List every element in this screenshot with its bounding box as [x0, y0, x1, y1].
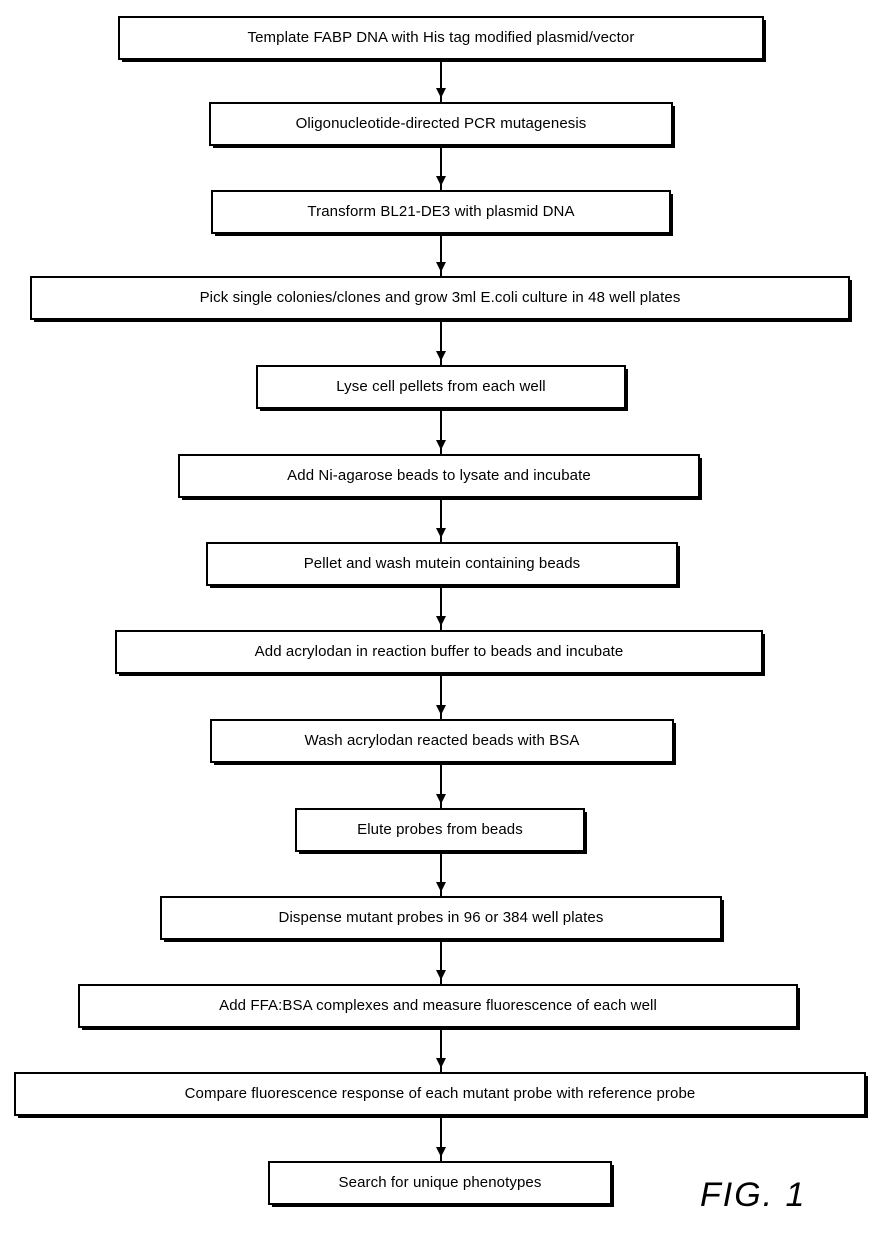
flow-node-node-3: Transform BL21-DE3 with plasmid DNA [211, 190, 671, 234]
arrow-down-icon [436, 351, 446, 361]
flow-node-node-8: Add acrylodan in reaction buffer to bead… [115, 630, 763, 674]
flow-node-node-6: Add Ni-agarose beads to lysate and incub… [178, 454, 700, 498]
arrow-down-icon [436, 1058, 446, 1068]
flow-node-label: Add acrylodan in reaction buffer to bead… [254, 642, 624, 660]
flow-node-node-7: Pellet and wash mutein containing beads [206, 542, 678, 586]
flow-connector [440, 234, 442, 276]
arrow-down-icon [436, 440, 446, 450]
arrow-down-icon [436, 262, 446, 272]
flow-node-label: Lyse cell pellets from each well [336, 377, 546, 395]
flow-connector [440, 763, 442, 808]
flow-node-label: Template FABP DNA with His tag modified … [247, 28, 635, 46]
flow-connector [440, 674, 442, 719]
flow-node-label: Oligonucleotide-directed PCR mutagenesis [295, 114, 587, 132]
flow-node-label: Wash acrylodan reacted beads with BSA [304, 731, 580, 749]
flow-connector [440, 409, 442, 454]
flow-connector [440, 320, 442, 365]
flow-node-node-14: Search for unique phenotypes [268, 1161, 612, 1205]
flow-node-label: Search for unique phenotypes [338, 1173, 542, 1191]
flow-connector [440, 1028, 442, 1072]
flow-node-node-4: Pick single colonies/clones and grow 3ml… [30, 276, 850, 320]
arrow-down-icon [436, 88, 446, 98]
figure-caption: FIG. 1 [700, 1176, 807, 1214]
flow-connector [440, 146, 442, 190]
flow-connector [440, 498, 442, 542]
arrow-down-icon [436, 1147, 446, 1157]
flow-node-node-9: Wash acrylodan reacted beads with BSA [210, 719, 674, 763]
arrow-down-icon [436, 794, 446, 804]
arrow-down-icon [436, 176, 446, 186]
arrow-down-icon [436, 970, 446, 980]
flow-connector [440, 586, 442, 630]
arrow-down-icon [436, 882, 446, 892]
flow-node-label: Dispense mutant probes in 96 or 384 well… [278, 908, 604, 926]
flow-connector [440, 1116, 442, 1161]
flow-node-label: Transform BL21-DE3 with plasmid DNA [307, 202, 575, 220]
arrow-down-icon [436, 705, 446, 715]
flow-connector [440, 60, 442, 102]
flow-node-node-11: Dispense mutant probes in 96 or 384 well… [160, 896, 722, 940]
flow-node-label: Elute probes from beads [357, 820, 523, 838]
flow-node-node-1: Template FABP DNA with His tag modified … [118, 16, 764, 60]
flow-connector [440, 940, 442, 984]
flow-connector [440, 852, 442, 896]
flow-node-node-2: Oligonucleotide-directed PCR mutagenesis [209, 102, 673, 146]
flow-node-node-13: Compare fluorescence response of each mu… [14, 1072, 866, 1116]
flow-node-label: Pick single colonies/clones and grow 3ml… [199, 288, 681, 306]
arrow-down-icon [436, 528, 446, 538]
flow-node-node-5: Lyse cell pellets from each well [256, 365, 626, 409]
flow-node-label: Compare fluorescence response of each mu… [184, 1084, 696, 1102]
flow-node-label: Pellet and wash mutein containing beads [303, 554, 581, 572]
flow-node-label: Add Ni-agarose beads to lysate and incub… [287, 466, 591, 484]
arrow-down-icon [436, 616, 446, 626]
flow-node-node-10: Elute probes from beads [295, 808, 585, 852]
flow-node-label: Add FFA:BSA complexes and measure fluore… [219, 996, 657, 1014]
flow-node-node-12: Add FFA:BSA complexes and measure fluore… [78, 984, 798, 1028]
